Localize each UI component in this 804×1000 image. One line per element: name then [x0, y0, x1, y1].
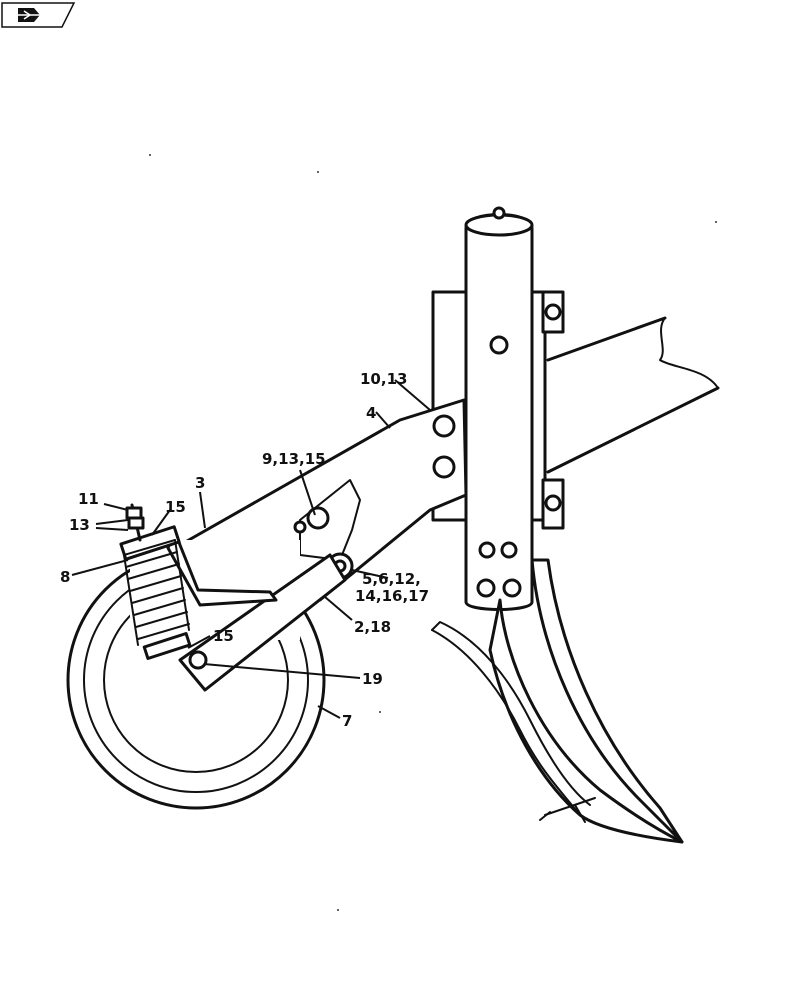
callout-13: 13 [69, 516, 90, 534]
callout-3: 3 [195, 474, 205, 492]
coil-spring [119, 503, 192, 661]
callout-4: 4 [366, 404, 376, 422]
callout-8: 8 [60, 568, 70, 586]
callout-7: 7 [342, 712, 352, 730]
callouts: 10,13 4 9,13,15 3 11 15 13 8 5,6,12, 14,… [60, 370, 429, 730]
shank [464, 206, 534, 611]
callout-15-top: 15 [165, 498, 186, 516]
nav-book-button[interactable] [1, 2, 76, 28]
leader-lines [71, 379, 431, 719]
wheel-arm [166, 528, 347, 692]
callout-9-13-15: 9,13,15 [262, 450, 326, 468]
scan-specks [149, 154, 717, 911]
frame-beam [546, 316, 720, 474]
callout-19: 19 [362, 670, 383, 688]
callout-14-16-17: 14,16,17 [355, 587, 429, 605]
tine [431, 558, 684, 844]
book-arrow-icon [18, 8, 40, 22]
callout-11: 11 [78, 490, 99, 508]
callout-10-13: 10,13 [360, 370, 407, 388]
callout-2-18: 2,18 [354, 618, 391, 636]
callout-5-6-12: 5,6,12, [362, 570, 421, 588]
callout-15-bottom: 15 [213, 627, 234, 645]
